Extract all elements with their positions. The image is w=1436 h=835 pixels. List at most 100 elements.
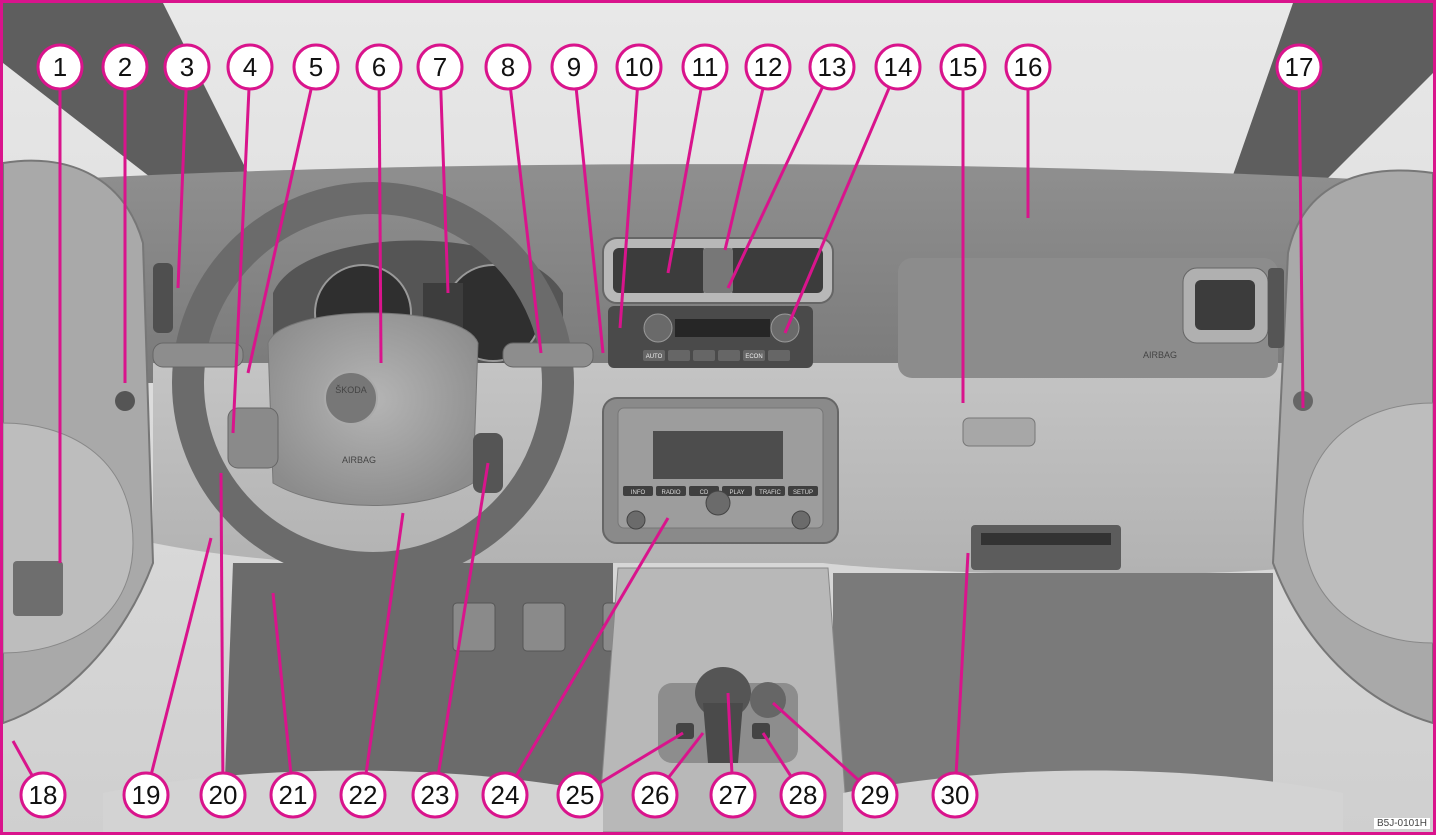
leader-line-bottom-1 bbox=[144, 537, 213, 796]
leader-line-bottom-3 bbox=[271, 592, 295, 796]
callout-number-8: 8 bbox=[501, 52, 515, 82]
radio-button-label-1: RADIO bbox=[661, 490, 680, 496]
leader-line-top-13 bbox=[783, 66, 900, 334]
callout-circle-24 bbox=[481, 771, 529, 819]
callout-number-14: 14 bbox=[884, 52, 913, 82]
callout-number-15: 15 bbox=[949, 52, 978, 82]
console-switch-right bbox=[752, 723, 770, 739]
callout-circle-30 bbox=[931, 771, 979, 819]
leader-line-top-8 bbox=[572, 66, 605, 354]
driver-footwell bbox=[223, 563, 613, 832]
radio-button-1 bbox=[656, 486, 686, 496]
leader-line-top-16 bbox=[1297, 66, 1305, 409]
climate-button-5 bbox=[768, 350, 790, 361]
callout-circle-3 bbox=[163, 43, 211, 91]
wiper-stalk bbox=[502, 342, 594, 368]
callout-number-7: 7 bbox=[433, 52, 447, 82]
leader-line-bottom-5 bbox=[433, 462, 490, 796]
callout-number-30: 30 bbox=[941, 780, 970, 810]
steering-airbag-text: AIRBAG bbox=[342, 455, 376, 465]
leader-line-bottom-12 bbox=[953, 552, 970, 796]
callout-circle-2 bbox=[101, 43, 149, 91]
callout-circle-6 bbox=[355, 43, 403, 91]
callout-number-21: 21 bbox=[279, 780, 308, 810]
callout-circle-19 bbox=[122, 771, 170, 819]
leader-line-bottom-6 bbox=[503, 517, 670, 796]
climate-button-1 bbox=[668, 350, 690, 361]
radio-button-5 bbox=[788, 486, 818, 496]
radio-button-label-5: SETUP bbox=[793, 490, 813, 496]
climate-display bbox=[675, 319, 770, 337]
leader-line-bottom-2 bbox=[219, 472, 225, 796]
callout-circle-12 bbox=[744, 43, 792, 91]
callout-circle-22 bbox=[339, 771, 387, 819]
callout-circle-11 bbox=[681, 43, 729, 91]
callout-circle-17 bbox=[1275, 43, 1323, 91]
skoda-badge bbox=[324, 371, 378, 425]
right-side-vent bbox=[1268, 268, 1284, 348]
temperature-knob-right bbox=[770, 313, 800, 343]
callout-number-3: 3 bbox=[180, 52, 194, 82]
glovebox-handle bbox=[962, 417, 1036, 447]
callout-number-5: 5 bbox=[309, 52, 323, 82]
leader-line-top-9 bbox=[618, 66, 641, 329]
callout-circle-18 bbox=[19, 771, 67, 819]
callout-number-23: 23 bbox=[421, 780, 450, 810]
radio-display bbox=[653, 431, 783, 479]
callout-circle-13 bbox=[808, 43, 856, 91]
leader-line-bottom-4 bbox=[361, 512, 405, 796]
callout-number-13: 13 bbox=[818, 52, 847, 82]
callout-circle-10 bbox=[615, 43, 663, 91]
callout-circle-16 bbox=[1004, 43, 1052, 91]
callout-circle-23 bbox=[411, 771, 459, 819]
callout-number-20: 20 bbox=[209, 780, 238, 810]
callout-number-4: 4 bbox=[243, 52, 257, 82]
cd-slot bbox=[981, 533, 1111, 545]
leader-line-top-11 bbox=[723, 66, 770, 251]
cd-changer bbox=[971, 525, 1121, 570]
radio-button-label-4: TRAFIC bbox=[759, 490, 781, 496]
left-side-vent bbox=[153, 263, 173, 333]
callout-circle-28 bbox=[779, 771, 827, 819]
callout-number-28: 28 bbox=[789, 780, 818, 810]
callout-number-22: 22 bbox=[349, 780, 378, 810]
passenger-footwell bbox=[833, 573, 1273, 832]
radio-button-0 bbox=[623, 486, 653, 496]
callout-number-29: 29 bbox=[861, 780, 890, 810]
callout-circle-27 bbox=[709, 771, 757, 819]
leader-line-top-10 bbox=[666, 66, 707, 274]
cup-holder bbox=[750, 682, 786, 718]
callout-number-17: 17 bbox=[1285, 52, 1314, 82]
mirror-adjust-knob bbox=[115, 391, 135, 411]
steering-controls-left bbox=[227, 407, 279, 469]
callout-number-19: 19 bbox=[132, 780, 161, 810]
callout-number-12: 12 bbox=[754, 52, 783, 82]
radio-button-label-3: PLAY bbox=[730, 490, 745, 496]
callout-circle-5 bbox=[292, 43, 340, 91]
radio-knob bbox=[705, 490, 731, 516]
callout-circle-8 bbox=[484, 43, 532, 91]
callout-circle-15 bbox=[939, 43, 987, 91]
center-vent-left bbox=[613, 248, 708, 293]
figure-code: B5J-0101H bbox=[1373, 818, 1430, 829]
turn-signal-stalk bbox=[152, 342, 244, 368]
climate-button-3 bbox=[718, 350, 740, 361]
leader-line-top-2 bbox=[176, 66, 189, 289]
radio-volume-knob bbox=[626, 510, 646, 530]
callout-number-1: 1 bbox=[53, 52, 67, 82]
steering-badge-text: ŠKODA bbox=[335, 385, 367, 395]
callout-circle-20 bbox=[199, 771, 247, 819]
radio-button-3 bbox=[722, 486, 752, 496]
callout-circle-9 bbox=[550, 43, 598, 91]
right-a-pillar bbox=[1218, 3, 1433, 228]
climate-button-0 bbox=[643, 350, 665, 361]
radio-tune-knob bbox=[791, 510, 811, 530]
callout-number-27: 27 bbox=[719, 780, 748, 810]
climate-button-2 bbox=[693, 350, 715, 361]
leader-line-top-4 bbox=[246, 66, 318, 374]
